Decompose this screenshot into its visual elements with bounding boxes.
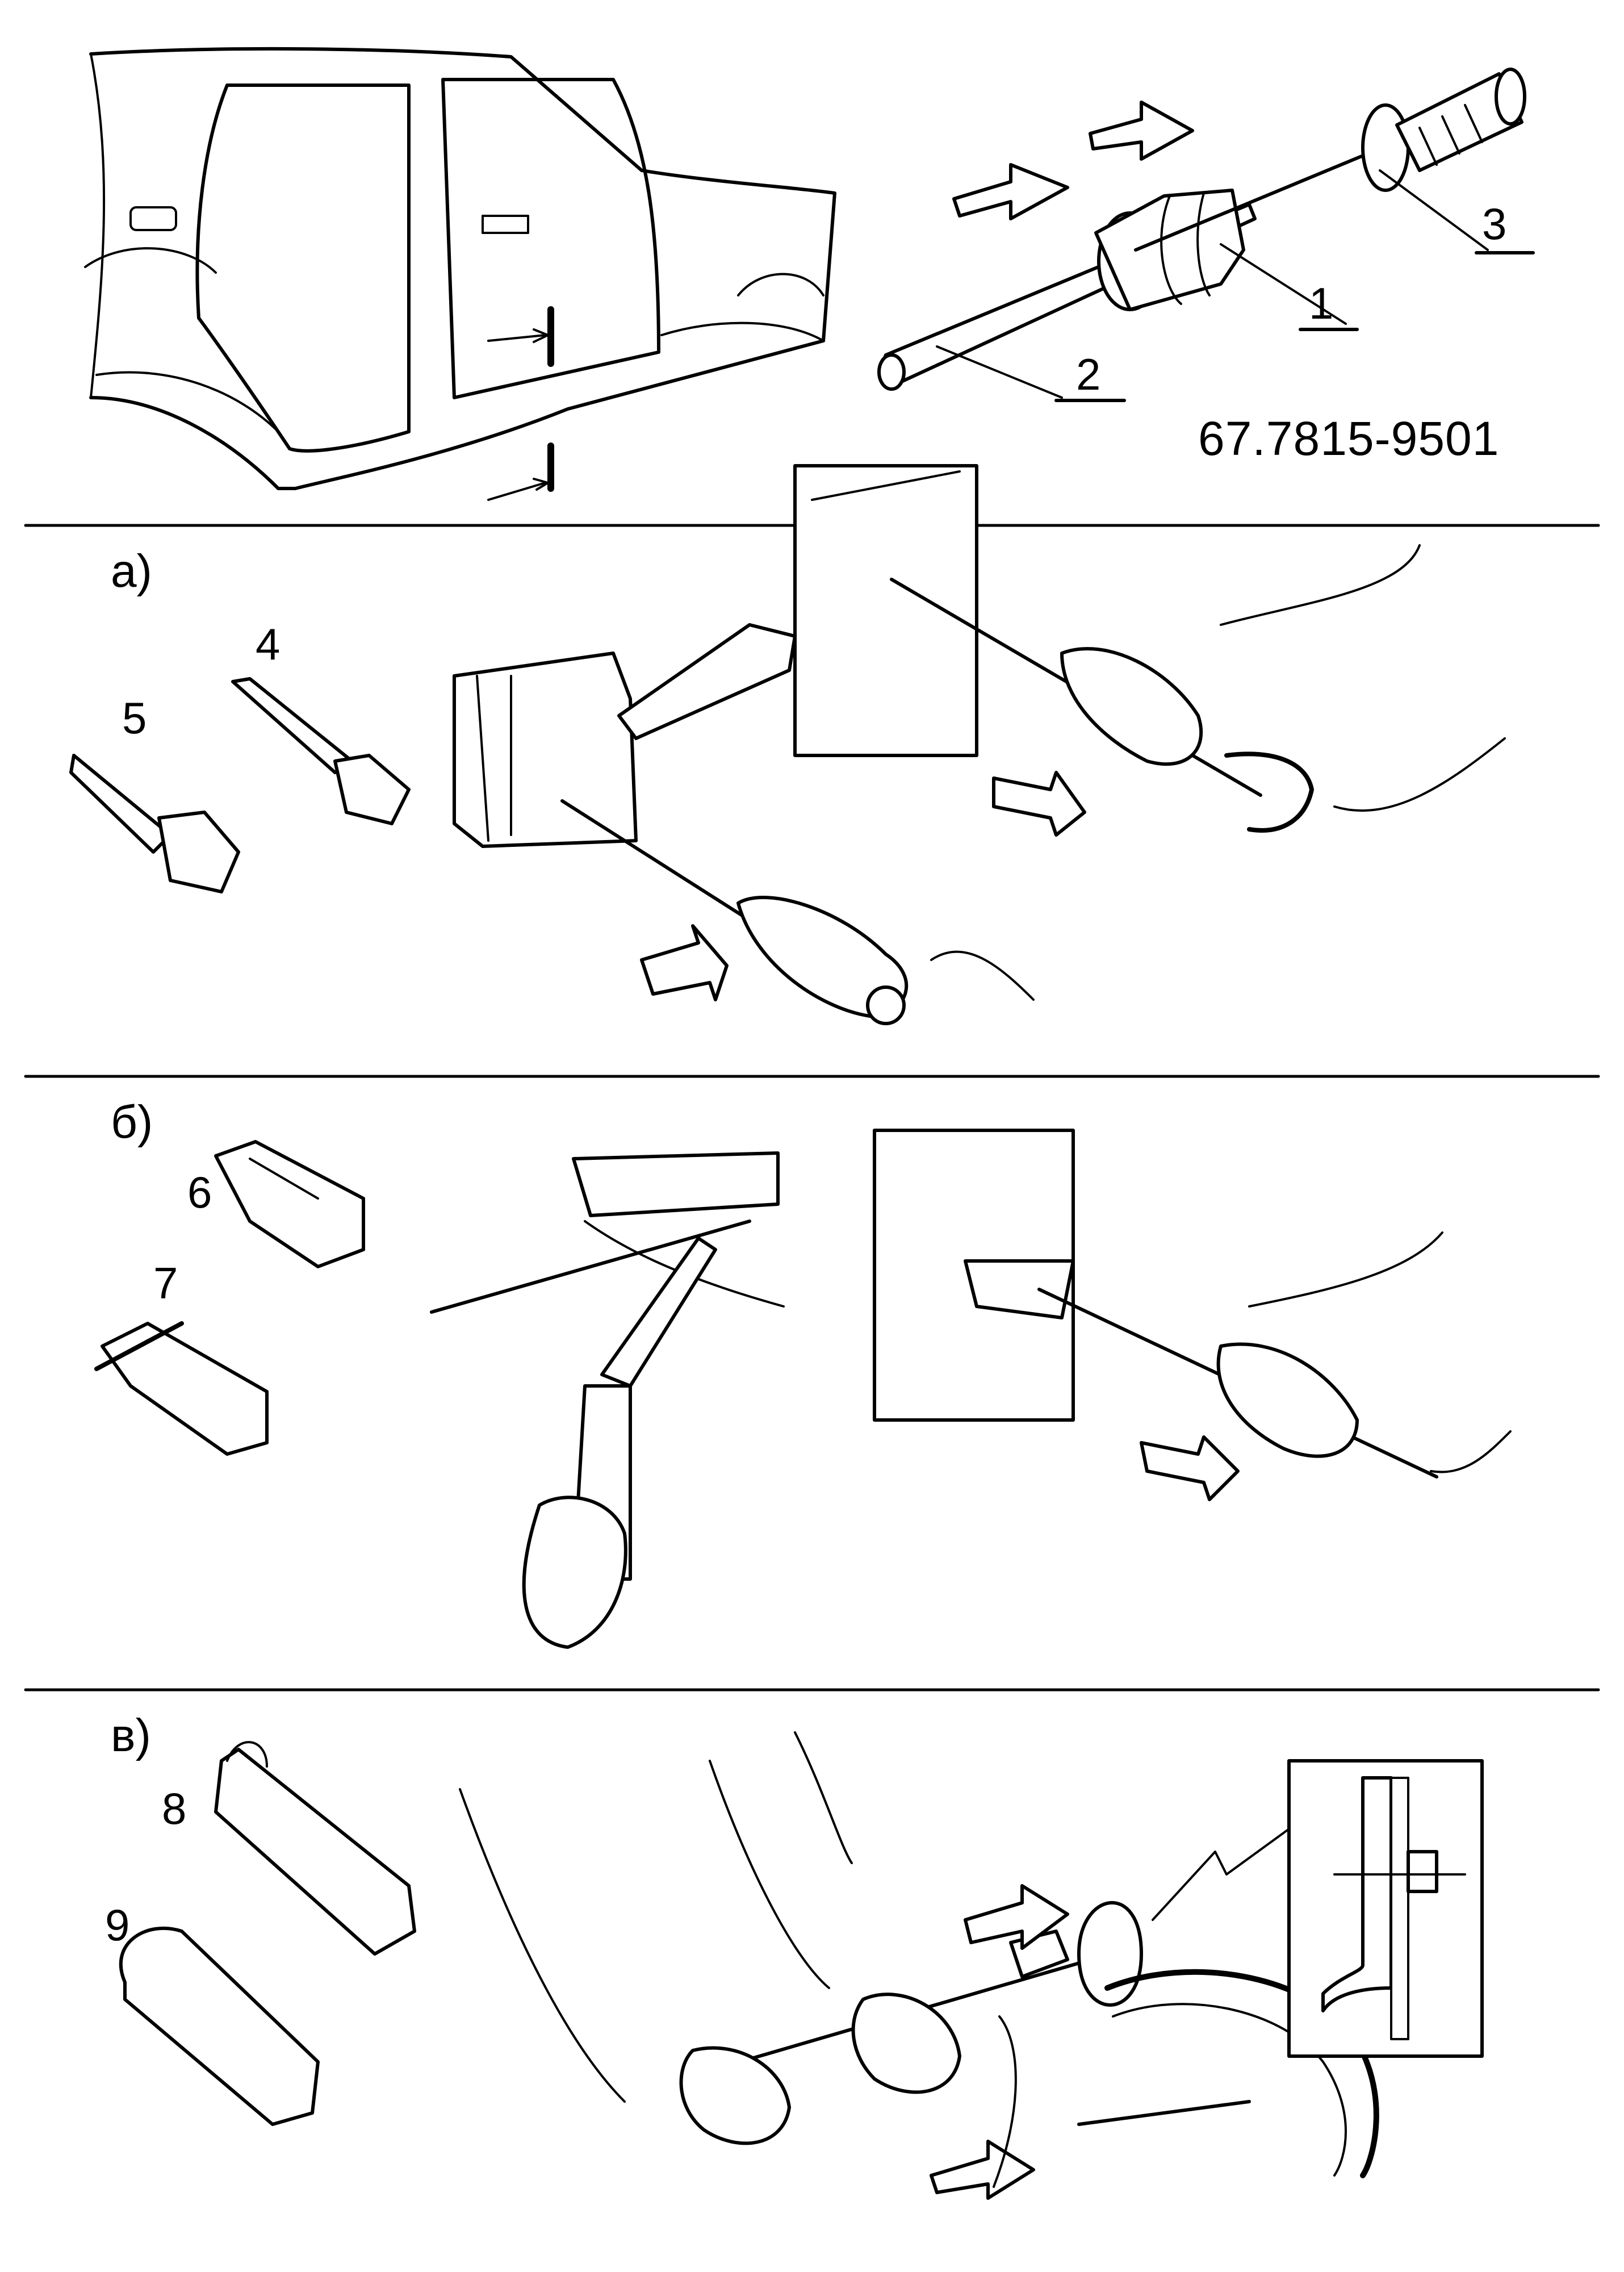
callout-5: 5 [122,693,147,743]
t-tip-drawing [101,1322,269,1456]
hook-round-drawing [119,1926,320,2126]
callout-9: 9 [105,1900,130,1950]
tool-code: 67.7815-9501 [1198,412,1500,465]
callout-7: 7 [153,1258,178,1308]
callout-2: 2 [1076,349,1101,399]
section-label-v: в) [111,1710,151,1761]
callout-1: 1 [1309,278,1334,328]
callout-4: 4 [256,619,281,669]
section-label-a: а) [111,545,152,597]
cone-tip-drawing [214,1140,365,1268]
hook-flat-drawing [214,1748,416,1956]
section-v-drawing [119,1731,1484,2200]
section-b-drawing [94,1129,1512,1649]
step-tip-drawing [69,754,172,854]
callout-8: 8 [162,1784,187,1834]
slide-hammer-drawing [877,68,1535,402]
screw-tip-drawing [231,677,354,774]
callout-3: 3 [1482,199,1507,249]
section-a-drawing [69,464,1506,1025]
car-body-drawing [84,47,836,501]
callout-6: 6 [187,1167,212,1217]
section-label-b: б) [111,1096,153,1148]
